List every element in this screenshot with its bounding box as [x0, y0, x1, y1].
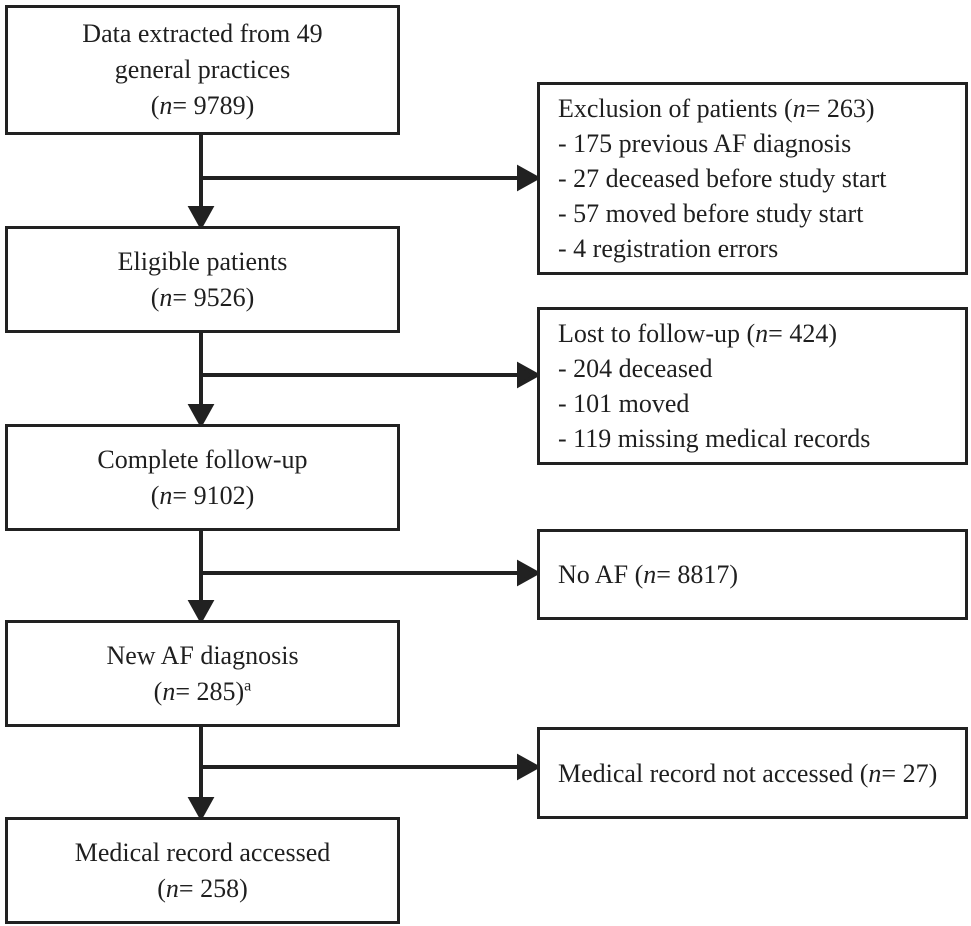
- n-symbol: n: [159, 282, 173, 312]
- box-text: Medical record not accessed (n= 27): [540, 756, 965, 791]
- flow-box-exclusion: Exclusion of patients (n= 263) - 175 pre…: [537, 82, 968, 275]
- paren-open: (: [153, 676, 163, 706]
- title-post: = 424): [768, 319, 837, 348]
- title-pre: Exclusion of patients (: [558, 94, 793, 123]
- n-symbol: n: [868, 758, 882, 788]
- flow-box-record-not-accessed: Medical record not accessed (n= 27): [537, 727, 968, 819]
- paren-open: (: [150, 282, 160, 312]
- box-item: - 175 previous AF diagnosis: [558, 129, 852, 158]
- box-text: New AF diagnosis (n= 285)a: [106, 638, 298, 710]
- title-post: = 263): [805, 94, 875, 123]
- n-value: = 9526): [172, 282, 255, 312]
- n-symbol: n: [643, 560, 657, 589]
- n-symbol: n: [162, 676, 176, 706]
- title-pre: No AF (: [558, 560, 644, 589]
- n-count-line: (n= 9102): [97, 478, 307, 514]
- box-text: No AF (n= 8817): [540, 557, 965, 592]
- arrowhead-right-1: [517, 164, 542, 192]
- box-text: Lost to follow-up (n= 424) - 204 decease…: [540, 316, 965, 456]
- box-text: Eligible patients (n= 9526): [118, 244, 288, 316]
- flow-box-complete-followup: Complete follow-up (n= 9102): [5, 424, 400, 531]
- n-count-line: (n= 285)a: [106, 674, 298, 710]
- box-title: Exclusion of patients (n= 263): [558, 91, 951, 126]
- n-symbol: n: [159, 91, 173, 120]
- n-symbol: n: [165, 873, 179, 903]
- box-line: Data extracted from 49: [82, 19, 323, 48]
- box-text: Medical record accessed (n= 258): [75, 835, 331, 907]
- n-symbol: n: [159, 480, 173, 510]
- paren-open: (: [150, 91, 160, 120]
- box-title: No AF (n= 8817): [558, 557, 951, 592]
- box-title: Lost to follow-up (n= 424): [558, 316, 951, 351]
- n-count-line: (n= 9526): [118, 280, 288, 316]
- arrowhead-right-3: [517, 559, 542, 587]
- box-line: Eligible patients: [117, 246, 288, 276]
- arrowhead-down-2: [187, 404, 215, 429]
- flow-box-lost-followup: Lost to follow-up (n= 424) - 204 decease…: [537, 307, 968, 465]
- title-pre: Medical record not accessed (: [558, 758, 869, 788]
- flow-box-new-af-diagnosis: New AF diagnosis (n= 285)a: [5, 620, 400, 727]
- box-text: Exclusion of patients (n= 263) - 175 pre…: [540, 91, 965, 266]
- paren-open: (: [157, 873, 166, 903]
- flow-box-data-extracted: Data extracted from 49 general practices…: [5, 5, 400, 135]
- n-value: = 9789): [172, 91, 255, 120]
- box-item: - 101 moved: [558, 389, 690, 418]
- n-symbol: n: [792, 94, 806, 123]
- box-item: - 4 registration errors: [558, 234, 779, 263]
- paren-open: (: [150, 480, 160, 510]
- box-item: - 119 missing medical records: [558, 424, 871, 453]
- arrowhead-right-4: [517, 753, 542, 781]
- box-item: - 57 moved before study start: [558, 199, 864, 228]
- box-text: Data extracted from 49 general practices…: [82, 16, 322, 124]
- n-count-line: (n= 9789): [82, 88, 322, 124]
- flow-box-eligible-patients: Eligible patients (n= 9526): [5, 226, 400, 333]
- title-post: = 27): [881, 758, 938, 788]
- n-value: = 9102): [172, 480, 255, 510]
- box-line: Complete follow-up: [97, 444, 308, 474]
- n-count-line: (n= 258): [75, 871, 331, 907]
- arrowhead-down-4: [187, 797, 215, 822]
- box-line: Medical record accessed: [74, 837, 331, 867]
- flow-box-no-af: No AF (n= 8817): [537, 529, 968, 620]
- box-line: New AF diagnosis: [106, 640, 299, 670]
- box-line: general practices: [114, 55, 291, 84]
- flow-box-record-accessed: Medical record accessed (n= 258): [5, 817, 400, 924]
- box-item: - 204 deceased: [558, 354, 713, 383]
- box-text: Complete follow-up (n= 9102): [97, 442, 307, 514]
- n-symbol: n: [755, 319, 769, 348]
- n-value: = 285): [175, 676, 245, 706]
- arrowhead-down-3: [187, 600, 215, 625]
- arrowhead-down-1: [187, 206, 215, 231]
- title-post: = 8817): [656, 560, 739, 589]
- box-item: - 27 deceased before study start: [558, 164, 887, 193]
- superscript-note: a: [244, 676, 252, 694]
- n-value: = 258): [178, 873, 248, 903]
- title-pre: Lost to follow-up (: [558, 319, 756, 348]
- box-title: Medical record not accessed (n= 27): [558, 756, 951, 791]
- arrowhead-right-2: [517, 361, 542, 389]
